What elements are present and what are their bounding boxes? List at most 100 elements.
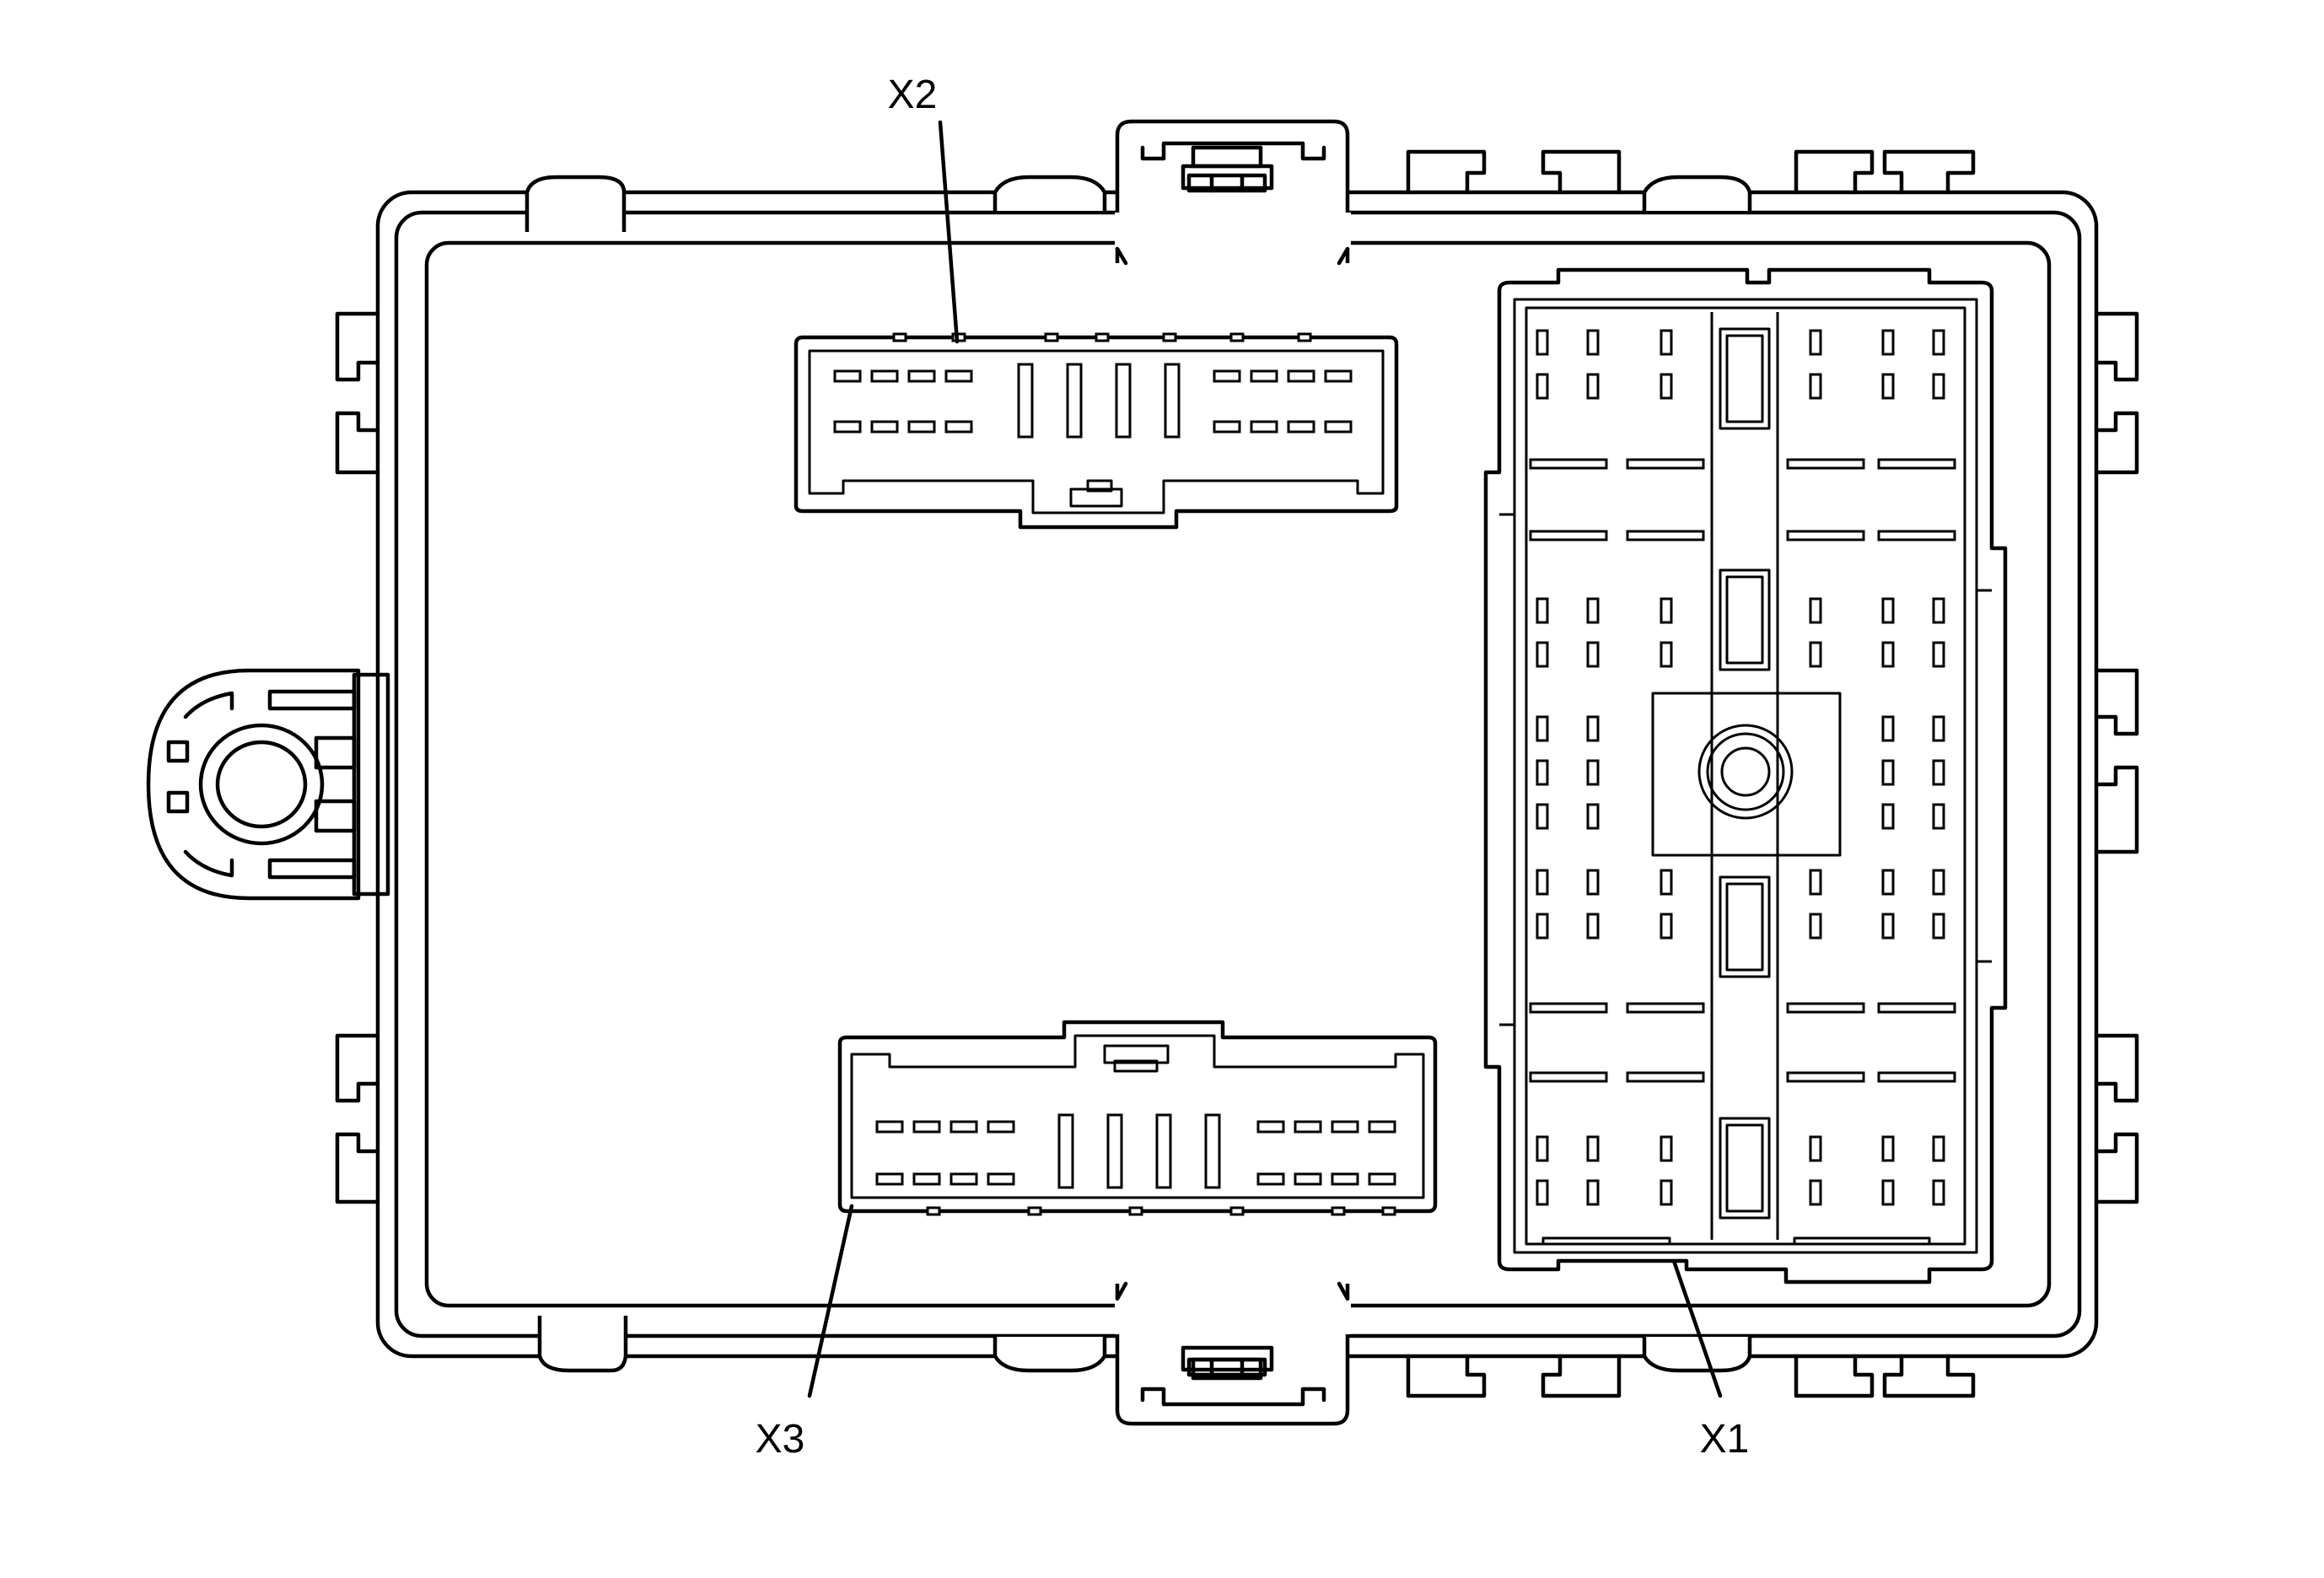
housing-bottom-clip [1882, 1354, 1976, 1398]
pin-terminal [1287, 369, 1315, 383]
mounting-hole [215, 740, 308, 829]
mounting-ear-slot [166, 790, 190, 814]
pin-terminal [1881, 1179, 1895, 1206]
pin-terminal [1881, 803, 1895, 830]
pin-terminal [1660, 597, 1673, 624]
pin-terminal [1256, 1172, 1285, 1186]
pin-stub [1297, 332, 1312, 342]
fuse-cavity-inner [1725, 575, 1764, 665]
pin-terminal [1881, 869, 1895, 896]
housing-bottom-bump [1642, 1337, 1752, 1373]
connector-x1-bolt-mid [1706, 732, 1785, 811]
pin-terminal [1536, 373, 1549, 400]
pin-stub [1128, 1206, 1143, 1216]
pin-terminal [1660, 1135, 1673, 1162]
pin-stub [926, 1206, 941, 1216]
connector-x3-latch-tab [1113, 1059, 1159, 1073]
connector-x3-pins [875, 1113, 1396, 1216]
housing-bottom-clip [1406, 1354, 1487, 1398]
housing-right-clip [2094, 668, 2139, 736]
pin-terminal-large [1057, 1113, 1074, 1189]
bus-bar [1877, 458, 1956, 470]
housing-top-clip [1541, 149, 1622, 195]
top-latch [1115, 119, 1351, 266]
mounting-ear-rib [267, 689, 357, 711]
pin-terminal [1250, 420, 1278, 434]
pin-terminal [1932, 641, 1945, 668]
connector-x1-bolt-boss [1651, 692, 1842, 857]
housing-bottom-bump [537, 1316, 628, 1373]
pin-terminal [1536, 641, 1549, 668]
leader-line-x2 [938, 120, 960, 344]
leader-line-x1 [1671, 1258, 1723, 1398]
fuse-cavity [1719, 327, 1771, 430]
pin-terminal [1586, 869, 1600, 896]
pin-terminal [1881, 373, 1895, 400]
pin-terminal [1881, 641, 1895, 668]
pin-terminal [1368, 1172, 1396, 1186]
connector-x2 [793, 332, 1399, 530]
top-latch-slot [1186, 173, 1267, 193]
pin-terminal [1809, 597, 1822, 624]
bus-bar [1786, 530, 1865, 541]
mounting-ear-rib [314, 735, 357, 770]
connector-x1 [1483, 267, 2008, 1284]
connector-x2-pins [833, 332, 1353, 439]
pin-stub [1044, 332, 1059, 342]
bottom-latch-slot [1186, 1357, 1267, 1377]
pin-terminal [944, 420, 973, 434]
pin-terminal [1932, 715, 1945, 742]
pin-terminal [1932, 1135, 1945, 1162]
pin-terminal [944, 369, 973, 383]
connector-x1-fuse-cavities [1719, 327, 1771, 1220]
pin-terminal [1331, 1172, 1359, 1186]
connector-x1-bottom-rail [1541, 1236, 1931, 1244]
pin-terminal [870, 369, 899, 383]
pin-terminal [1881, 329, 1895, 356]
connector-x3-face [850, 1034, 1425, 1199]
pin-terminal [1294, 1172, 1322, 1186]
pin-stub [1381, 1206, 1396, 1216]
mounting-ear [146, 668, 390, 901]
label-x3: X3 [756, 1417, 805, 1462]
bus-bar [1529, 1071, 1608, 1083]
pin-terminal [1932, 913, 1945, 940]
housing-top-clip [1794, 149, 1875, 195]
mounting-ear-rib [314, 799, 357, 833]
housing-top-clip [1882, 149, 1976, 195]
connector-x1-pins [1529, 329, 1956, 1206]
pin-terminal [1809, 913, 1822, 940]
connector-x3-latch-slot [1103, 1044, 1170, 1064]
mounting-ear-joint [352, 672, 390, 897]
housing-left-clip [335, 411, 380, 475]
pin-terminal [1809, 373, 1822, 400]
housing-bottom-clip [1541, 1354, 1622, 1398]
pin-terminal [1660, 329, 1673, 356]
pin-terminal [987, 1172, 1015, 1186]
pin-stub [1027, 1206, 1042, 1216]
pin-terminal-large [1106, 1113, 1123, 1189]
fuse-cavity-inner [1725, 882, 1764, 972]
connector-x2-latch-slot [1069, 487, 1123, 508]
pin-terminal [1586, 913, 1600, 940]
pin-terminal [1809, 641, 1822, 668]
pin-terminal [1881, 715, 1895, 742]
pin-terminal [1586, 597, 1600, 624]
pin-terminal [1536, 803, 1549, 830]
label-x1: X1 [1700, 1417, 1750, 1462]
leader-line-x3 [807, 1204, 854, 1398]
fuse-cavity [1719, 1117, 1771, 1220]
pin-terminal [907, 369, 936, 383]
bottom-latch-block [1181, 1345, 1274, 1372]
bus-bar [1786, 1002, 1865, 1014]
pin-terminal [1660, 641, 1673, 668]
fuse-cavity-inner [1725, 334, 1764, 423]
mounting-ear-rib [183, 691, 234, 719]
pin-stub [1229, 332, 1245, 342]
connector-x1-bolt-outer [1697, 724, 1794, 820]
housing-left-clip [335, 1033, 380, 1103]
top-latch-hook [1140, 141, 1326, 161]
fuse-cavity [1719, 568, 1771, 671]
pin-terminal [1324, 369, 1353, 383]
